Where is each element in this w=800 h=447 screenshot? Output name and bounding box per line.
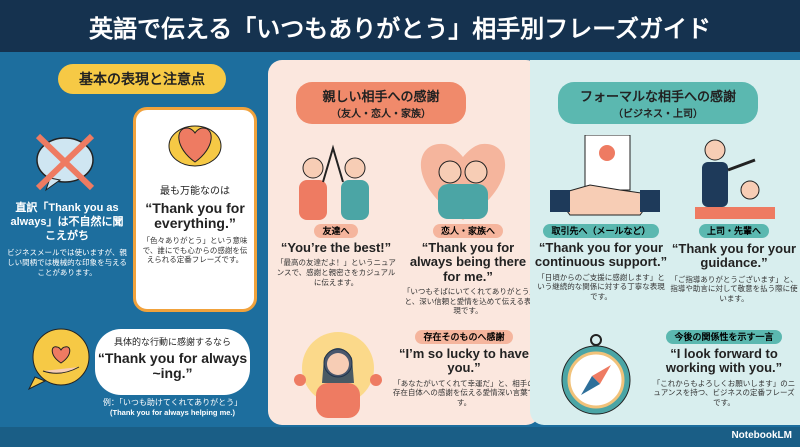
handshake-document-illustration — [550, 135, 660, 216]
specific-lead: 具体的な行動に感謝するなら — [113, 337, 231, 347]
future-tag: 今後の関係性を示す一言 — [666, 330, 782, 344]
specific-bubble: 具体的な行動に感謝するなら “Thank you for always ~ing… — [95, 329, 250, 395]
bad-desc: ビジネスメールでは使いますが、親しい間柄では機械的な印象を与えることがあります。 — [7, 248, 127, 277]
client-desc: 「日頃からのご支援に感謝します」という継続的な関係に対する丁寧な表現です。 — [537, 272, 665, 302]
page-title: 英語で伝える「いつもありがとう」相手別フレーズガイド — [88, 15, 712, 43]
future-phrase: “I look forward to working with you.” — [665, 346, 783, 376]
client-item: 取引先へ（メールなど） “Thank you for your continuou… — [534, 224, 668, 302]
specific-example: 例：「いつも助けてくれてありがとう」 — [102, 398, 243, 407]
notebooklm-logo: NotebookLM — [731, 430, 792, 441]
hands-heart-icon — [27, 328, 90, 391]
specific-example-en: (Thank you for always helping me.) — [109, 408, 236, 418]
close-heading-text: 親しい相手への感謝 — [322, 89, 440, 104]
smiling-heart-icon — [168, 125, 222, 167]
existence-desc: 「あなたがいてくれて幸運だ」と、相手の存在自体への感謝を伝える愛情深い言葉です。 — [392, 378, 536, 408]
friend-desc: 「最高の友達だよ！」というニュアンスで、感謝と親密さをカジュアルに伝えます。 — [276, 258, 396, 287]
close-heading: 親しい相手への感謝 （友人・恋人・家族） — [296, 82, 466, 124]
formal-heading-text: フォーマルな相手への感謝 — [579, 89, 736, 104]
boss-desc: 「ご指導ありがとうございます」と、指導や助言に対して敬意を払う際に使います。 — [670, 274, 798, 304]
best-card: 最も万能なのは “Thank you for everything.” 「色々あ… — [133, 107, 257, 312]
boss-tag: 上司・先輩へ — [698, 224, 769, 238]
crossed-speech-bubble-icon — [35, 133, 95, 192]
existence-tag: 存在そのものへ感謝 — [415, 330, 513, 344]
future-desc: 「これからもよろしくお願いします」のニュアンスを持つ、ビジネスの定番フレーズです… — [652, 378, 796, 408]
formal-section: フォーマルな相手への感謝 （ビジネス・上司） 取引先へ（メールなど） “Thank … — [530, 60, 800, 425]
compass-icon — [561, 334, 631, 415]
high-five-friends-illustration — [299, 144, 369, 220]
friend-phrase: “You’re the best!” — [280, 240, 392, 255]
header: 英語で伝える「いつもありがとう」相手別フレーズガイド — [0, 0, 800, 52]
client-tag: 取引先へ（メールなど） — [543, 224, 659, 238]
family-tag: 恋人・家族へ — [432, 224, 503, 238]
specific-example-block: 例：「いつも助けてくれてありがとう」 (Thank you for always… — [90, 398, 255, 418]
boss-item: 上司・先輩へ “Thank you for your guidance.”「ご指導… — [670, 224, 798, 304]
basics-section: 基本の表現と注意点 直訳「Thank you as always」は不自然に聞こ… — [0, 52, 268, 427]
friend-item: 友達へ “You’re the best!” 「最高の友達だよ！」というニュアンスで… — [274, 224, 398, 288]
friend-tag: 友達へ — [314, 224, 358, 238]
hugging-couple-illustration — [420, 143, 506, 220]
formal-heading-sub: （ビジネス・上司） — [613, 109, 703, 120]
basics-heading: 基本の表現と注意点 — [58, 64, 226, 94]
grateful-woman-illustration — [294, 332, 382, 418]
existence-item: 存在そのものへ感謝 “I’m so lucky to have you.”「あなた… — [392, 330, 536, 408]
footer: NotebookLM — [0, 427, 800, 447]
family-desc: 「いつもそばにいてくれてありがとう」と、深い信頼と愛情を込めて伝える表現です。 — [402, 286, 534, 316]
specific-phrase: “Thank you for always ~ing.” — [97, 350, 248, 382]
existence-phrase: “I’m so lucky to have you.” — [398, 346, 530, 376]
family-item: 恋人・家族へ “Thank you for always being there … — [402, 224, 534, 316]
best-lead: 最も万能なのは — [160, 186, 230, 197]
best-desc: 「色々ありがとう」という意味で、誰にでも心からの感謝を伝えられる定番フレーズです… — [142, 235, 248, 265]
client-phrase: “Thank you for your continuous support.” — [534, 240, 668, 270]
formal-heading: フォーマルな相手への感謝 （ビジネス・上司） — [558, 82, 758, 124]
boss-phrase: “Thank you for your guidance.” — [671, 241, 797, 271]
best-phrase: “Thank you for everything.” — [145, 200, 245, 232]
close-section: 親しい相手への感謝 （友人・恋人・家族） 友達へ “You’re the best!… — [268, 60, 540, 425]
bad-block: 直訳「Thank you as always」は不自然に聞こえがち ビジネスメー… — [6, 202, 128, 278]
family-phrase: “Thank you for always being there for me… — [409, 240, 527, 284]
boss-presentation-illustration — [695, 139, 775, 219]
close-heading-sub: （友人・恋人・家族） — [331, 109, 431, 120]
bad-title: 直訳「Thank you as always」は不自然に聞こえがち — [10, 202, 124, 242]
future-item: 今後の関係性を示す一言 “I look forward to working wi… — [650, 330, 798, 408]
